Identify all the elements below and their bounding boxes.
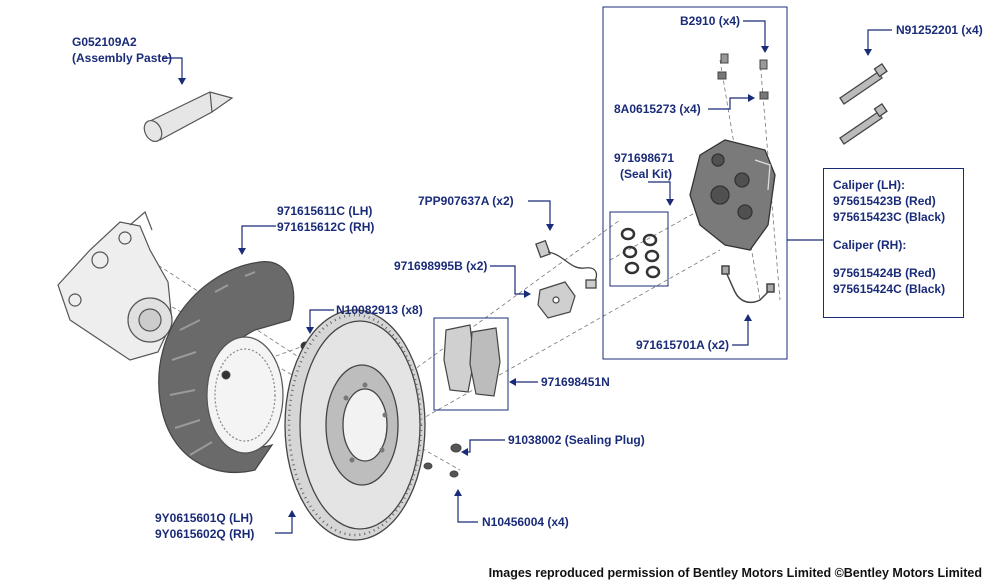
assembly-paste-tube — [143, 91, 234, 143]
label-line: G052109A2 — [72, 35, 137, 49]
label-seal-kit: 971698671 (Seal Kit) — [614, 150, 674, 182]
label-sealing-plug: 91038002 (Sealing Plug) — [508, 433, 645, 447]
caliper-rh-title: Caliper (RH): — [833, 238, 907, 252]
label-brake-pads: 971698451N — [541, 375, 610, 389]
caliper-lh-red: 975615423B (Red) — [833, 194, 936, 208]
seal-kit-box — [609, 211, 669, 287]
label-bleed-valve: B2910 (x4) — [680, 14, 741, 28]
hub-carrier — [57, 210, 173, 361]
label-disc: 9Y0615601Q (LH) 9Y0615602Q (RH) — [155, 510, 254, 542]
caliper — [689, 139, 776, 251]
caliper-box — [602, 6, 788, 360]
label-line: 9Y0615601Q (LH) — [155, 511, 254, 525]
label-pad-spring: 971698995B (x2) — [394, 259, 488, 273]
seal-kit — [620, 227, 661, 279]
caliper-lh-title: Caliper (LH): — [833, 178, 905, 192]
label-line: 971615611C (LH) — [277, 204, 373, 218]
label-bleed-cap: 8A0615273 (x4) — [614, 102, 701, 116]
brake-pads — [443, 324, 501, 397]
brake-pads-box — [433, 317, 509, 411]
leader-lines — [162, 20, 892, 534]
disc-screw — [423, 462, 459, 478]
caliper-bolt — [839, 62, 888, 145]
label-line: 971698671 — [614, 151, 675, 165]
pad-spring — [537, 281, 576, 319]
label-brake-pipe: 971615701A (x2) — [636, 338, 729, 352]
label-assembly-paste: G052109A2 (Assembly Paste) — [72, 34, 172, 66]
label-line: 9Y0615602Q (RH) — [155, 527, 255, 541]
label-wear-sensor: 7PP907637A (x2) — [418, 194, 514, 208]
sealing-plug — [450, 443, 462, 453]
copyright-credit: Images reproduced permission of Bentley … — [488, 566, 982, 580]
label-backing-bolt: N10082913 (x8) — [336, 303, 423, 317]
label-line: 971615612C (RH) — [277, 220, 375, 234]
brake-disc — [284, 309, 426, 541]
bleed-cap — [717, 71, 769, 100]
caliper-part-numbers-box: Caliper (LH): 975615423B (Red) 975615423… — [823, 168, 964, 318]
brake-pipe — [721, 265, 775, 304]
label-line: (Assembly Paste) — [72, 51, 173, 65]
label-caliper-bolt: N91252201 (x4) — [896, 23, 983, 37]
backing-plate — [158, 261, 295, 474]
wear-sensor — [535, 239, 598, 289]
bleed-valve — [720, 53, 768, 70]
caliper-rh-black: 975615424C (Black) — [833, 282, 946, 296]
caliper-rh-red: 975615424B (Red) — [833, 266, 936, 280]
label-backing-plate: 971615611C (LH) 971615612C (RH) — [277, 203, 374, 235]
caliper-lh-black: 975615423C (Black) — [833, 210, 946, 224]
label-disc-screw: N10456004 (x4) — [482, 515, 569, 529]
label-line: (Seal Kit) — [620, 167, 673, 181]
